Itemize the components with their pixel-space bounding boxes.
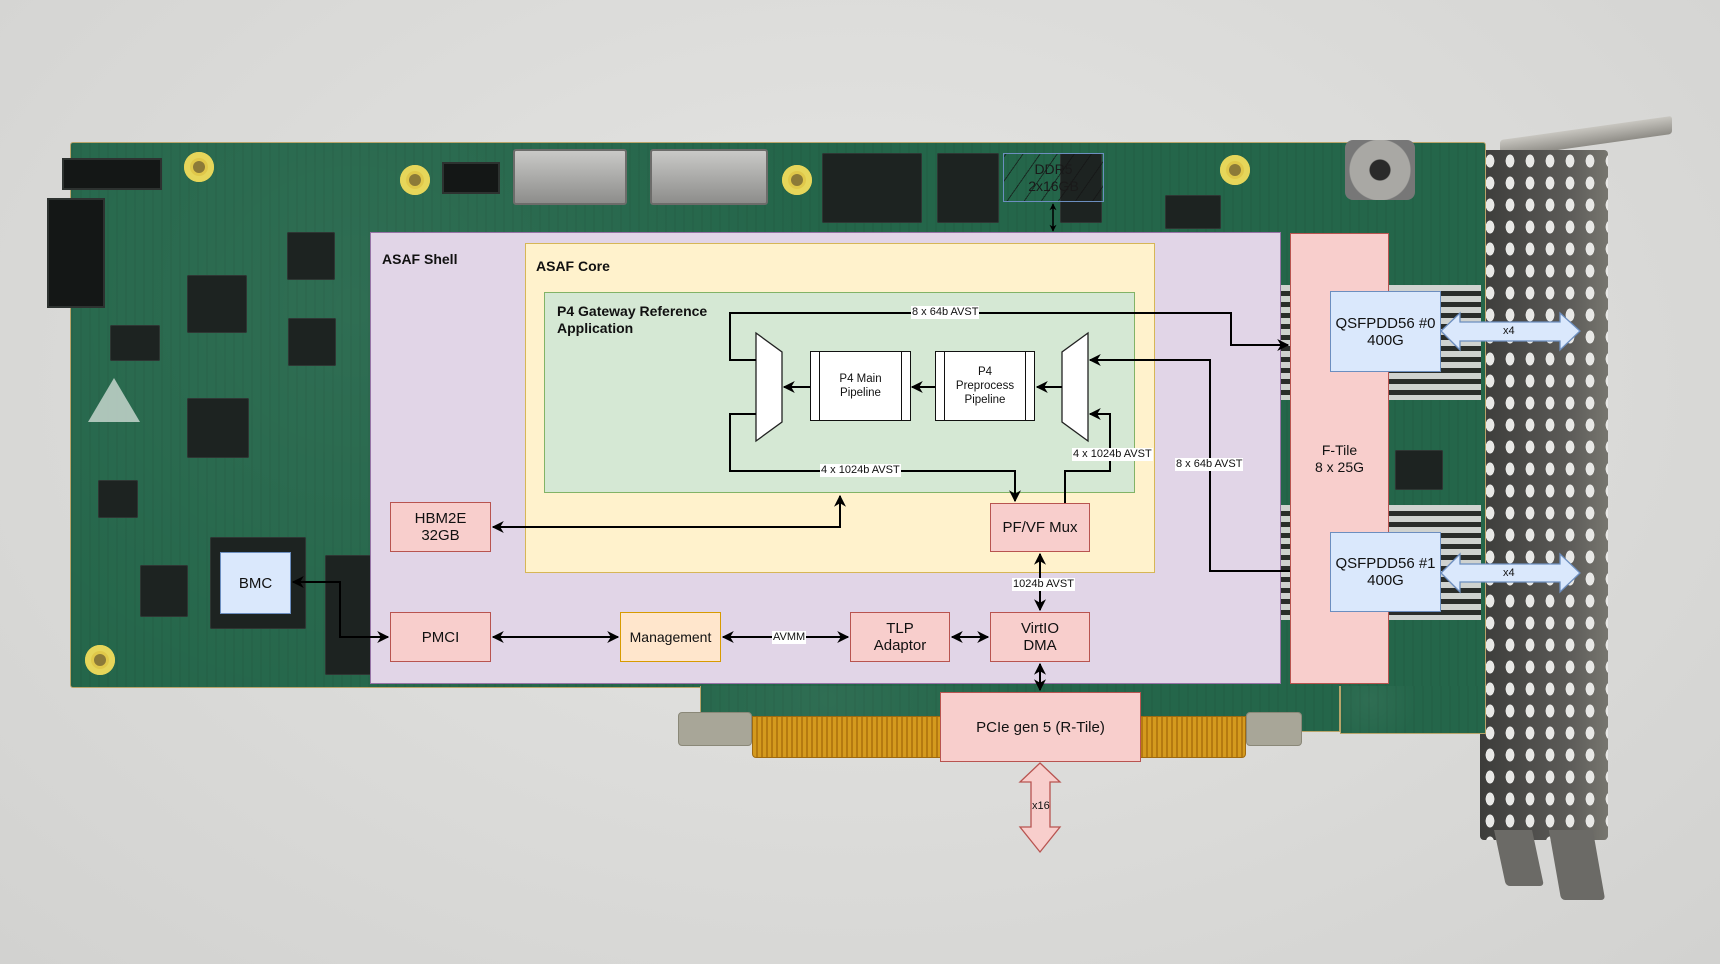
ic-chip [288, 318, 336, 366]
cable-connector [513, 149, 627, 205]
ic-chip [110, 325, 160, 361]
qsfp0-line2: 400G [1367, 331, 1404, 349]
bmc-label: BMC [238, 574, 273, 592]
header-connector [442, 162, 500, 194]
pf-vf-mux-block[interactable]: PF/VF Mux [990, 503, 1090, 552]
pcie-gen5-block[interactable]: PCIe gen 5 (R-Tile) [940, 692, 1141, 762]
f-tile-line1: F-Tile [1321, 441, 1358, 458]
p4-preprocess-line3: Pipeline [964, 394, 1006, 406]
cable-connector [650, 149, 768, 205]
qsfp0-label: QSFPDD56 #0 400G [1335, 315, 1435, 349]
tlp-adaptor-label: TLP Adaptor [874, 620, 927, 654]
tlp-adaptor-block[interactable]: TLP Adaptor [850, 612, 950, 662]
pfvf-virtio-label: 1024b AVST [1012, 578, 1075, 591]
p4-main-pipeline-block[interactable]: P4 Main Pipeline [810, 351, 911, 421]
qsfp0-lane-arrow [1440, 311, 1581, 352]
ddr5-line1: DDR5 [1034, 160, 1073, 177]
ic-chip [1165, 195, 1221, 229]
io-bracket [1480, 150, 1608, 840]
p4-gateway-title: P4 Gateway Reference Application [557, 303, 707, 337]
to-pfvf-connector [729, 413, 1021, 503]
hbm2e-label: HBM2E 32GB [415, 510, 467, 544]
mounting-hole [184, 152, 214, 182]
p4-preprocess-pipeline-block[interactable]: P4 Preprocess Pipeline [935, 351, 1035, 421]
pcie-lane-arrow [1018, 762, 1062, 854]
memory-chip [937, 153, 999, 223]
to-pfvf-label: 4 x 1024b AVST [820, 464, 901, 477]
rx-from-ftile-label: 8 x 64b AVST [1175, 458, 1244, 471]
egress-mux [755, 331, 783, 443]
f-tile-label: F-Tile 8 x 25G [1315, 442, 1364, 476]
p4-main-line2: Pipeline [840, 387, 881, 399]
hbm2e-line2: 32GB [421, 527, 460, 544]
pmci-block[interactable]: PMCI [390, 612, 491, 662]
management-block[interactable]: Management [620, 612, 721, 662]
ic-chip [187, 398, 249, 458]
pcie-lanes-label: x16 [1032, 800, 1050, 812]
ddr5-block[interactable]: DDR5 2x16GB [1003, 153, 1104, 202]
ddr5-line2: 2x16GB [1028, 177, 1079, 194]
qsfp0-lanes-label: x4 [1503, 325, 1515, 337]
ic-chip [98, 480, 138, 518]
qsfp1-line2: 400G [1367, 572, 1404, 589]
mounting-hole [85, 645, 115, 675]
qsfp1-lanes-label: x4 [1503, 567, 1515, 579]
virtio-line2: DMA [1023, 637, 1057, 654]
mgmt-tlp-label: AVMM [772, 631, 807, 644]
mounting-hole [1220, 155, 1250, 185]
qsfp1-line1: QSFPDD56 #1 [1335, 555, 1436, 572]
qsfp1-block[interactable]: QSFPDD56 #1 400G [1330, 532, 1441, 612]
f-tile-line2: 8 x 25G [1314, 458, 1365, 475]
ingress-mux [1061, 331, 1089, 443]
p4-preprocess-line1: P4 [977, 366, 993, 378]
ic-chip [140, 565, 188, 617]
ic-chip [1395, 450, 1443, 490]
header-connector [62, 158, 162, 190]
pcb-edge-section [1340, 686, 1486, 734]
ic-chip [287, 232, 335, 280]
from-pfvf-label: 4 x 1024b AVST [1072, 448, 1153, 461]
edge-key-tab [678, 712, 752, 746]
asaf-core-title: ASAF Core [536, 258, 610, 274]
p4-main-pipeline-label: P4 Main Pipeline [839, 372, 881, 400]
qsfp1-lane-arrow [1440, 552, 1581, 594]
qsfp0-block[interactable]: QSFPDD56 #0 400G [1330, 291, 1441, 372]
p4-gateway-title-line2: Application [557, 320, 634, 336]
from-pfvf-connector [1064, 408, 1111, 503]
coin-battery [1345, 140, 1415, 200]
bmc-pmci-connector [291, 576, 390, 643]
qsfp1-label: QSFPDD56 #1 400G [1335, 555, 1435, 589]
tx-to-ftile-label: 8 x 64b AVST [911, 306, 980, 319]
ic-chip [187, 275, 247, 333]
hbm-connector [491, 494, 846, 533]
p4-main-line1: P4 Main [839, 373, 882, 385]
bmc-block[interactable]: BMC [220, 552, 291, 614]
p4-preprocess-pipeline-label: P4 Preprocess Pipeline [956, 365, 1014, 407]
pcie-gen5-label: PCIe gen 5 (R-Tile) [976, 718, 1105, 736]
mounting-hole [782, 165, 812, 195]
power-connector [47, 198, 105, 308]
management-label: Management [629, 628, 712, 645]
qsfp0-line1: QSFPDD56 #0 [1335, 314, 1436, 332]
pf-vf-mux-label: PF/VF Mux [1002, 519, 1078, 536]
asaf-shell-title: ASAF Shell [382, 251, 458, 267]
memory-chip [822, 153, 922, 223]
virtio-line1: VirtIO [1020, 620, 1060, 637]
esd-warning-symbol [88, 378, 140, 422]
mounting-hole [400, 165, 430, 195]
hbm2e-block[interactable]: HBM2E 32GB [390, 502, 491, 552]
tx-to-ftile-connector [729, 312, 1290, 361]
hbm2e-line1: HBM2E [414, 510, 467, 527]
tlp-line2: Adaptor [873, 637, 927, 654]
ddr5-label: DDR5 2x16GB [1028, 161, 1079, 195]
p4-gateway-title-line1: P4 Gateway Reference [557, 303, 708, 319]
virtio-dma-block[interactable]: VirtIO DMA [990, 612, 1090, 662]
virtio-dma-label: VirtIO DMA [1021, 620, 1059, 654]
edge-key-tab [1246, 712, 1302, 746]
tlp-line1: TLP [886, 620, 914, 637]
p4-preprocess-line2: Preprocess [955, 380, 1015, 392]
pmci-label: PMCI [421, 628, 460, 646]
